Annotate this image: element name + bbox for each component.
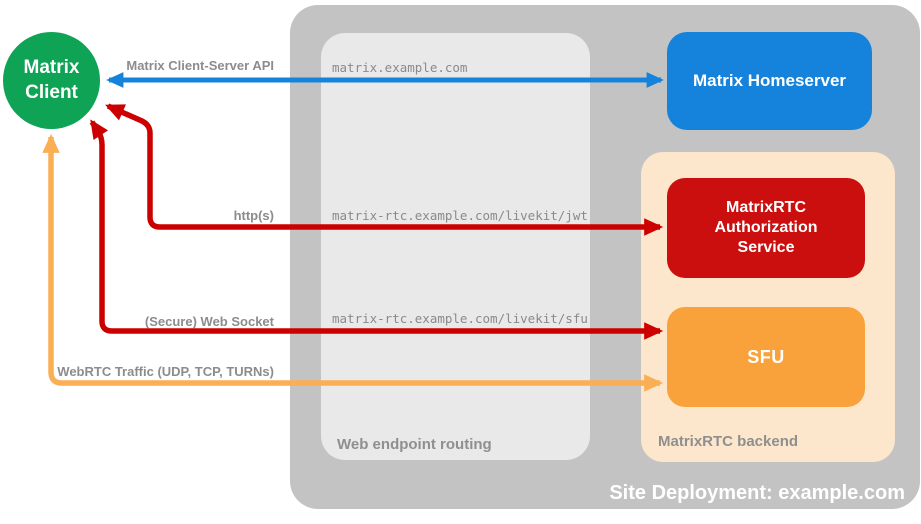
matrix-homeserver-label: Matrix Homeserver (692, 71, 847, 91)
sfu-label: SFU (747, 346, 785, 367)
matrixrtc-backend-caption: MatrixRTC backend (658, 433, 799, 450)
matrix-client-node: Matrix Client (3, 32, 100, 129)
matrix-client-label: Matrix Client (23, 56, 80, 103)
site-deployment-caption: Site Deployment: example.com (609, 482, 905, 504)
https-arrow-label: http(s) (233, 208, 274, 223)
endpoint-livekit-sfu: matrix-rtc.example.com/livekit/sfu (332, 311, 588, 326)
web-endpoint-routing-panel (321, 33, 590, 460)
endpoint-livekit-jwt: matrix-rtc.example.com/livekit/jwt (332, 208, 588, 223)
client-server-api-arrow-label: Matrix Client-Server API (126, 58, 274, 73)
websocket-arrow-label: (Secure) Web Socket (144, 314, 274, 329)
endpoint-matrix-example-com: matrix.example.com (332, 60, 468, 75)
matrixrtc-authorization-service-node: MatrixRTC Authorization Service (667, 178, 865, 278)
matrix-homeserver-node: Matrix Homeserver (667, 32, 872, 130)
web-endpoint-routing-caption: Web endpoint routing (337, 436, 492, 453)
matrixrtc-authorization-service-label: MatrixRTC Authorization Service (714, 199, 818, 256)
sfu-node: SFU (667, 307, 865, 407)
webrtc-traffic-arrow-label: WebRTC Traffic (UDP, TCP, TURNs) (57, 364, 274, 379)
